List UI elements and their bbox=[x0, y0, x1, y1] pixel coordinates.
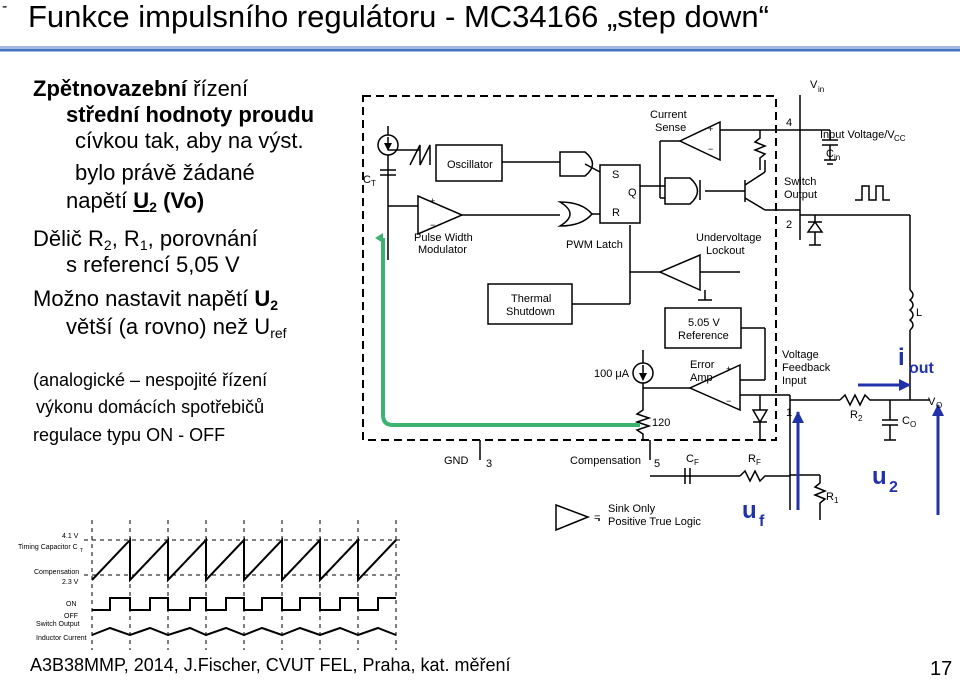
svg-text:out: out bbox=[909, 360, 935, 377]
svg-text:V: V bbox=[928, 396, 936, 408]
text-line-4: bylo právě žádané bbox=[75, 160, 255, 185]
svg-text:C: C bbox=[826, 148, 834, 160]
svg-text:Compensation: Compensation bbox=[570, 455, 641, 467]
svg-text:R: R bbox=[612, 207, 620, 219]
svg-text:in: in bbox=[834, 153, 840, 162]
svg-text:GND: GND bbox=[444, 455, 469, 467]
text-line-10: (analogické – nespojité řízení bbox=[33, 370, 268, 390]
svg-text:+: + bbox=[430, 196, 435, 206]
svg-text:Q: Q bbox=[628, 187, 637, 199]
uf-label: u bbox=[742, 497, 757, 524]
text-line-3: cívkou tak, aby na výst. bbox=[75, 128, 304, 153]
svg-text:R: R bbox=[850, 409, 858, 421]
svg-text:C: C bbox=[902, 415, 910, 427]
svg-text:Modulator: Modulator bbox=[418, 244, 467, 256]
svg-text:C: C bbox=[686, 453, 694, 465]
label-ct: C bbox=[363, 174, 371, 186]
text-line-6: Dělič R2, R1, porovnání bbox=[33, 226, 258, 253]
pwm-modulator-label: Pulse Width bbox=[414, 232, 473, 244]
slide-title: Funkce impulsního regulátoru - MC34166 „… bbox=[28, 0, 769, 34]
svg-text:f: f bbox=[759, 513, 765, 530]
svg-text:OFF: OFF bbox=[64, 613, 78, 620]
thermal-shutdown-label: Thermal bbox=[511, 293, 551, 305]
svg-text:2: 2 bbox=[889, 479, 898, 496]
reference-label: 5.05 V bbox=[688, 317, 720, 329]
oscillator-label: Oscillator bbox=[447, 159, 493, 171]
svg-text:Inductor Current: Inductor Current bbox=[36, 635, 87, 642]
svg-text:F: F bbox=[694, 458, 699, 467]
svg-text:in: in bbox=[818, 85, 824, 94]
text-line-11: výkonu domácích spotřebičů bbox=[36, 397, 265, 417]
svg-text:S: S bbox=[612, 169, 619, 181]
svg-text:2: 2 bbox=[786, 219, 792, 231]
svg-text:Sense: Sense bbox=[655, 122, 686, 134]
text-line-12: regulace typu ON - OFF bbox=[33, 425, 226, 445]
timing-diagram: 4.1 V Timing Capacitor C T Compensation … bbox=[18, 520, 400, 650]
svg-text:O: O bbox=[936, 401, 942, 410]
text-line-9: větší (a rovno) než Uref bbox=[66, 314, 287, 341]
u2-label: u bbox=[872, 463, 887, 490]
svg-text:Timing Capacitor C: Timing Capacitor C bbox=[18, 544, 78, 551]
svg-text:4: 4 bbox=[786, 117, 792, 129]
svg-text:5: 5 bbox=[654, 458, 660, 470]
uvlo-label: Undervoltage bbox=[696, 232, 761, 244]
svg-text:1: 1 bbox=[834, 496, 839, 505]
chip-boundary bbox=[362, 95, 777, 441]
svg-text:T: T bbox=[371, 179, 376, 188]
text-line-7: s referencí 5,05 V bbox=[66, 252, 240, 277]
svg-text:Sink Only: Sink Only bbox=[608, 503, 656, 515]
svg-text:100 μA: 100 μA bbox=[594, 368, 630, 380]
text-line-1: Zpětnovazební řízení bbox=[33, 76, 249, 101]
svg-text:=: = bbox=[594, 512, 600, 524]
svg-text:Feedback: Feedback bbox=[782, 362, 831, 374]
label-input-voltage: Input Voltage/V bbox=[820, 129, 895, 141]
svg-text:ON: ON bbox=[66, 601, 77, 608]
text-line-2: střední hodnoty proudu bbox=[66, 102, 315, 127]
svg-text:Reference: Reference bbox=[678, 330, 729, 342]
svg-text:−: − bbox=[726, 396, 731, 406]
svg-text:O: O bbox=[910, 420, 916, 429]
title-rule bbox=[0, 46, 960, 52]
svg-text:1: 1 bbox=[786, 407, 792, 419]
page-number: 17 bbox=[930, 658, 953, 680]
svg-text:Shutdown: Shutdown bbox=[506, 306, 555, 318]
svg-text:2: 2 bbox=[858, 414, 863, 423]
svg-text:Switch Output: Switch Output bbox=[36, 621, 80, 628]
svg-text:Positive True Logic: Positive True Logic bbox=[608, 516, 701, 528]
svg-text:−: − bbox=[708, 144, 713, 154]
svg-text:Switch: Switch bbox=[784, 176, 816, 188]
svg-text:CC: CC bbox=[894, 134, 906, 143]
corner-mark: - bbox=[2, 0, 8, 15]
footer-text: A3B38MMP, 2014, J.Fischer, CVUT FEL, Pra… bbox=[30, 655, 511, 675]
svg-text:Voltage: Voltage bbox=[782, 349, 819, 361]
svg-text:−: − bbox=[430, 220, 435, 230]
svg-text:4.1 V: 4.1 V bbox=[62, 533, 79, 540]
pwm-latch-label: PWM Latch bbox=[566, 239, 623, 251]
svg-text:Compensation: Compensation bbox=[34, 569, 79, 576]
svg-text:+: + bbox=[726, 364, 731, 374]
svg-text:R: R bbox=[748, 453, 756, 465]
text-line-5: napětí U2 (Vo) bbox=[66, 188, 205, 215]
svg-text:F: F bbox=[756, 458, 761, 467]
svg-text:L: L bbox=[916, 307, 922, 319]
svg-text:Lockout: Lockout bbox=[706, 245, 745, 257]
svg-text:Input: Input bbox=[782, 375, 806, 387]
error-amp-label: Error bbox=[690, 359, 715, 371]
svg-text:2.3 V: 2.3 V bbox=[62, 579, 79, 586]
feedback-arrow bbox=[375, 233, 640, 427]
svg-text:T: T bbox=[80, 548, 83, 554]
svg-text:+: + bbox=[708, 124, 713, 134]
label-vin: V bbox=[810, 79, 818, 91]
svg-text:Current: Current bbox=[650, 109, 687, 121]
svg-text:120: 120 bbox=[652, 417, 670, 429]
svg-text:3: 3 bbox=[486, 458, 492, 470]
svg-text:R: R bbox=[826, 491, 834, 503]
svg-text:Output: Output bbox=[784, 189, 817, 201]
text-line-8: Možno nastavit napětí U2 bbox=[33, 286, 279, 313]
svg-text:Amp: Amp bbox=[690, 372, 713, 384]
iout-label: i bbox=[898, 344, 905, 371]
